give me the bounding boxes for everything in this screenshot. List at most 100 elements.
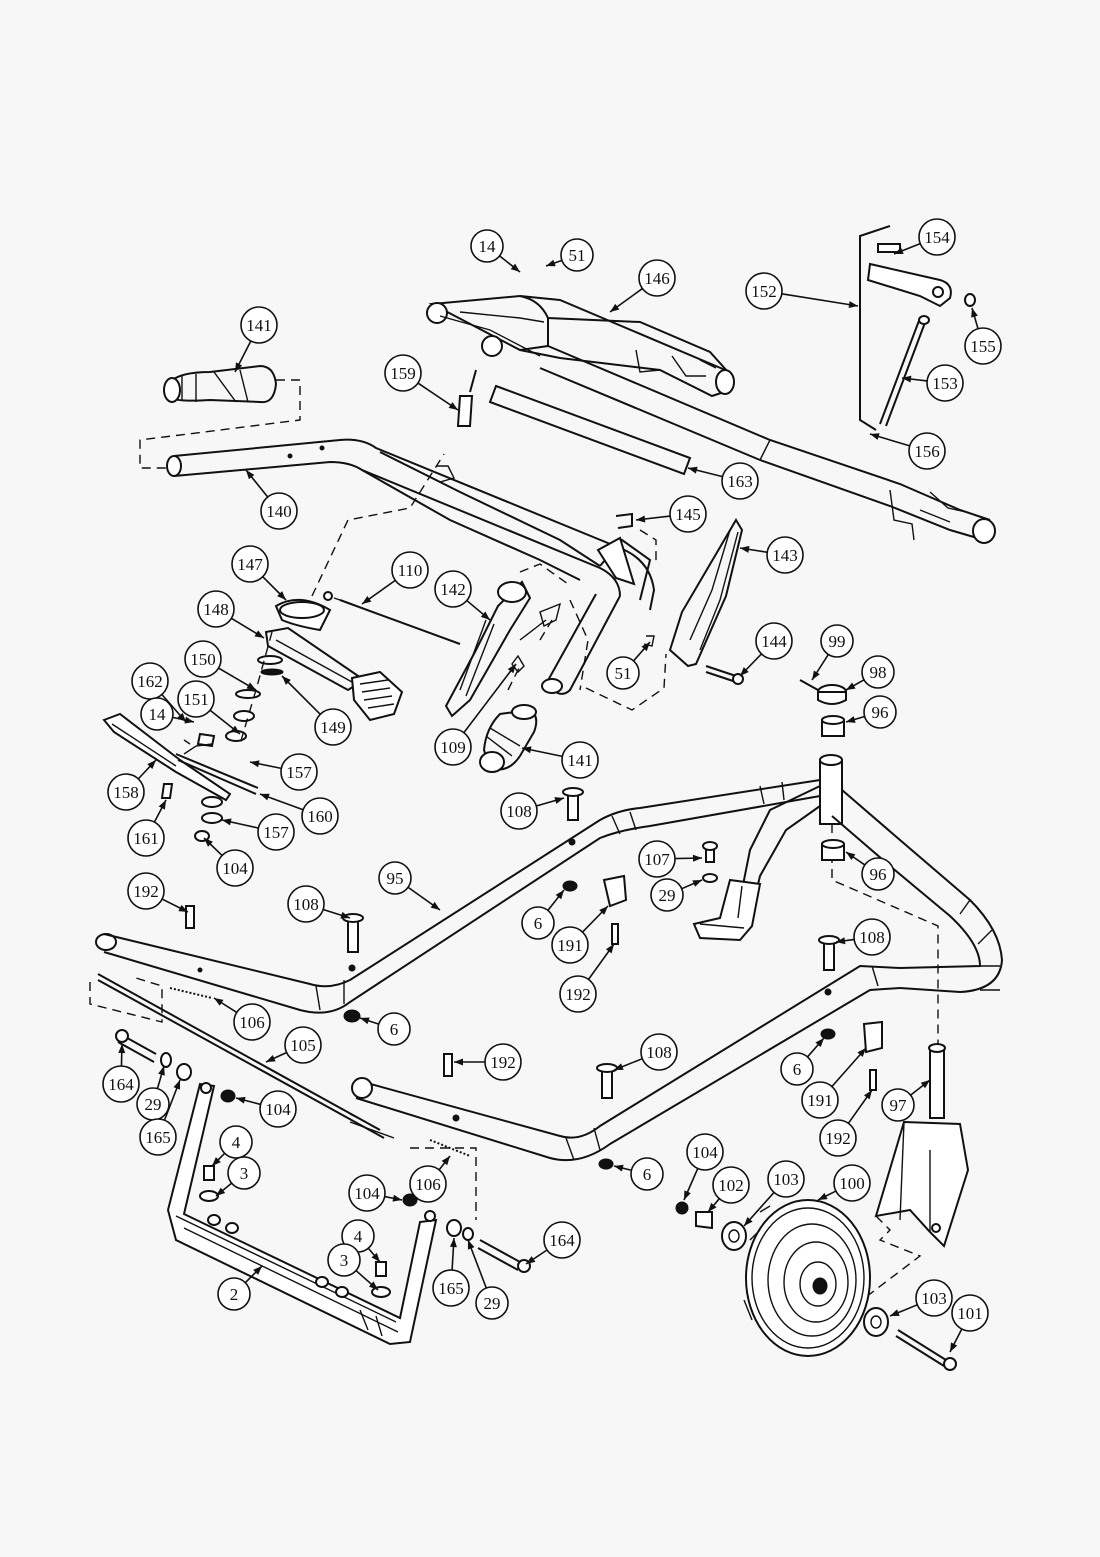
arrowhead-3 [368,1281,378,1290]
part-number-label: 146 [644,269,670,288]
callout-148: 148 [197,590,235,628]
assembly-line-art [89,225,1004,1371]
arrowhead-29 [467,1240,475,1250]
callout-circle [284,1026,322,1064]
handle-spring [488,384,692,476]
arrowhead-102 [708,1202,717,1212]
part-number-label: 103 [921,1289,947,1308]
part-number-label: 108 [859,928,885,947]
arrowhead-108 [836,937,846,945]
callout-108: 108 [287,885,325,923]
callout-circle [951,1294,989,1332]
callout-circle [260,492,298,530]
callout-144: 144 [755,622,793,660]
part-number-label: 99 [829,632,846,651]
callout-101: 101 [951,1294,989,1332]
part-number-label: 164 [108,1075,134,1094]
callout-circle [712,1166,750,1204]
callout-162: 162 [131,662,169,700]
callout-51: 51 [606,656,640,690]
callout-109: 109 [434,728,472,766]
arrowhead-163 [688,466,698,474]
part-number-label: 192 [490,1053,516,1072]
part-number-label: 105 [290,1036,316,1055]
callout-150: 150 [184,640,222,678]
callout-circle [915,1279,953,1317]
callout-circle [475,1286,509,1320]
part-number-label: 143 [772,546,798,565]
callout-circle [314,708,352,746]
callout-98: 98 [861,655,895,689]
part-number-label: 151 [183,690,209,709]
part-number-label: 4 [232,1133,241,1152]
callout-circle [102,1065,140,1103]
part-number-label: 98 [870,663,887,682]
part-number-label: 157 [263,823,289,842]
part-number-label: 102 [718,1176,744,1195]
part-number-label: 144 [761,632,787,651]
callout-circle [500,792,538,830]
callout-circle [638,840,676,878]
part-number-label: 29 [659,886,676,905]
callout-106: 106 [233,1003,271,1041]
part-number-label: 192 [133,882,159,901]
callout-2: 2 [217,1277,251,1311]
arrowhead-110 [362,595,372,604]
callout-circle [216,849,254,887]
callout-29: 29 [475,1286,509,1320]
callout-circle [377,1012,411,1046]
callout-circle [434,570,472,608]
arrowhead-96 [846,852,856,860]
callout-circle [861,655,895,689]
arrowhead-141 [522,746,532,754]
callout-circle [127,819,165,857]
arrowhead-6 [815,1038,824,1048]
handle-tube-left [166,438,656,695]
arrowhead-157 [222,818,232,826]
part-number-label: 97 [890,1096,908,1115]
part-number-label: 108 [293,895,319,914]
callout-102: 102 [712,1166,750,1204]
arrowhead-106 [441,1156,450,1166]
callout-circle [391,551,429,589]
callout-circle [470,229,504,263]
callout-circle [755,622,793,660]
callout-circle [227,1156,261,1190]
callout-151: 151 [177,680,215,718]
callout-164: 164 [543,1221,581,1259]
arrowhead-153 [902,375,912,383]
callout-circle [918,218,956,256]
part-number-label: 14 [479,237,497,256]
part-number-label: 107 [644,850,670,869]
callout-161: 161 [127,819,165,857]
callout-155: 155 [964,327,1002,365]
part-number-label: 161 [133,829,159,848]
arrowhead-152 [848,301,858,309]
upper-handle-tube [426,294,996,544]
callout-147: 147 [231,545,269,583]
callout-100: 100 [833,1164,871,1202]
arrowhead-156 [870,433,880,440]
callout-97: 97 [881,1088,915,1122]
callout-154: 154 [918,218,956,256]
callout-192: 192 [484,1043,522,1081]
arrowhead-104 [392,1194,402,1202]
arrowhead-161 [158,800,166,810]
callout-14: 14 [470,229,504,263]
arrowhead-140 [246,470,255,480]
callout-circle [327,1243,361,1277]
callout-149: 149 [314,708,352,746]
part-number-label: 191 [557,936,583,955]
callout-circle [630,1157,664,1191]
callout-192: 192 [559,975,597,1013]
part-number-label: 192 [565,985,591,1004]
part-number-label: 156 [914,442,940,461]
arrowhead-149 [282,676,291,685]
callout-circle [853,918,891,956]
callout-108: 108 [500,792,538,830]
callout-4: 4 [219,1125,253,1159]
callout-circle [543,1221,581,1259]
arrowhead-104 [684,1190,691,1200]
arrowhead-165 [173,1080,181,1090]
